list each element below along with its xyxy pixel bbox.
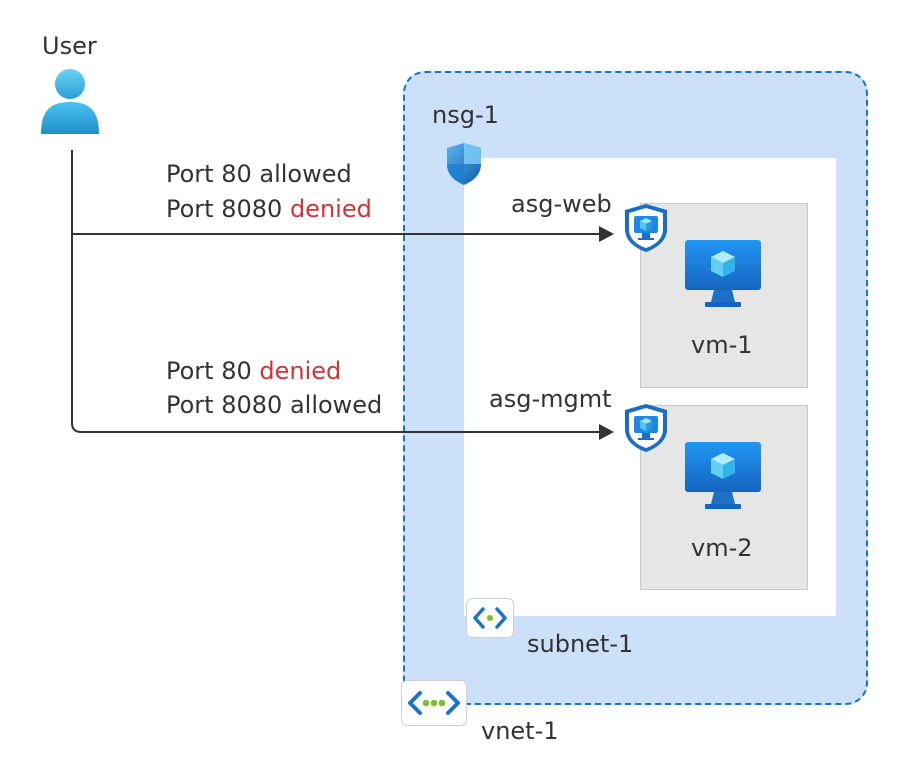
vm-1-label: vm-1 (691, 331, 753, 359)
user-icon (37, 68, 103, 138)
web-arrow-head (599, 226, 614, 242)
mgmt-rule-port-80-status: denied (259, 357, 342, 385)
nsg-label: nsg-1 (432, 101, 499, 129)
application-security-group-icon (623, 403, 669, 453)
asg-web-label: asg-web (511, 190, 612, 218)
shield-icon (445, 142, 483, 186)
subnet-label: subnet-1 (527, 630, 634, 658)
mgmt-rule-port-8080: Port 8080 allowed (166, 393, 382, 417)
vm-2-label: vm-2 (691, 534, 753, 562)
virtual-machine-icon (685, 240, 761, 310)
mgmt-rule-port-8080-status: allowed (289, 391, 383, 419)
web-rule-port-8080-status: denied (289, 195, 372, 223)
web-rule-port-80-prefix: Port 80 (166, 160, 252, 188)
user-label: User (42, 32, 97, 60)
mgmt-arrow-head (599, 424, 614, 440)
virtual-machine-icon (685, 442, 761, 512)
subnet-icon (466, 598, 514, 638)
vnet-label: vnet-1 (481, 717, 559, 745)
asg-mgmt-label: asg-mgmt (489, 385, 612, 413)
application-security-group-icon (623, 203, 669, 253)
web-rule-port-8080: Port 8080 denied (166, 197, 372, 221)
web-rule-port-80-status: allowed (259, 160, 352, 188)
user-trunk-line (71, 150, 82, 433)
web-rule-port-80: Port 80 allowed (166, 162, 352, 186)
web-rule-port-8080-prefix: Port 8080 (166, 195, 283, 223)
virtual-network-icon (401, 680, 467, 726)
mgmt-rule-port-8080-prefix: Port 8080 (166, 391, 283, 419)
mgmt-rule-port-80: Port 80 denied (166, 359, 341, 383)
mgmt-rule-port-80-prefix: Port 80 (166, 357, 252, 385)
